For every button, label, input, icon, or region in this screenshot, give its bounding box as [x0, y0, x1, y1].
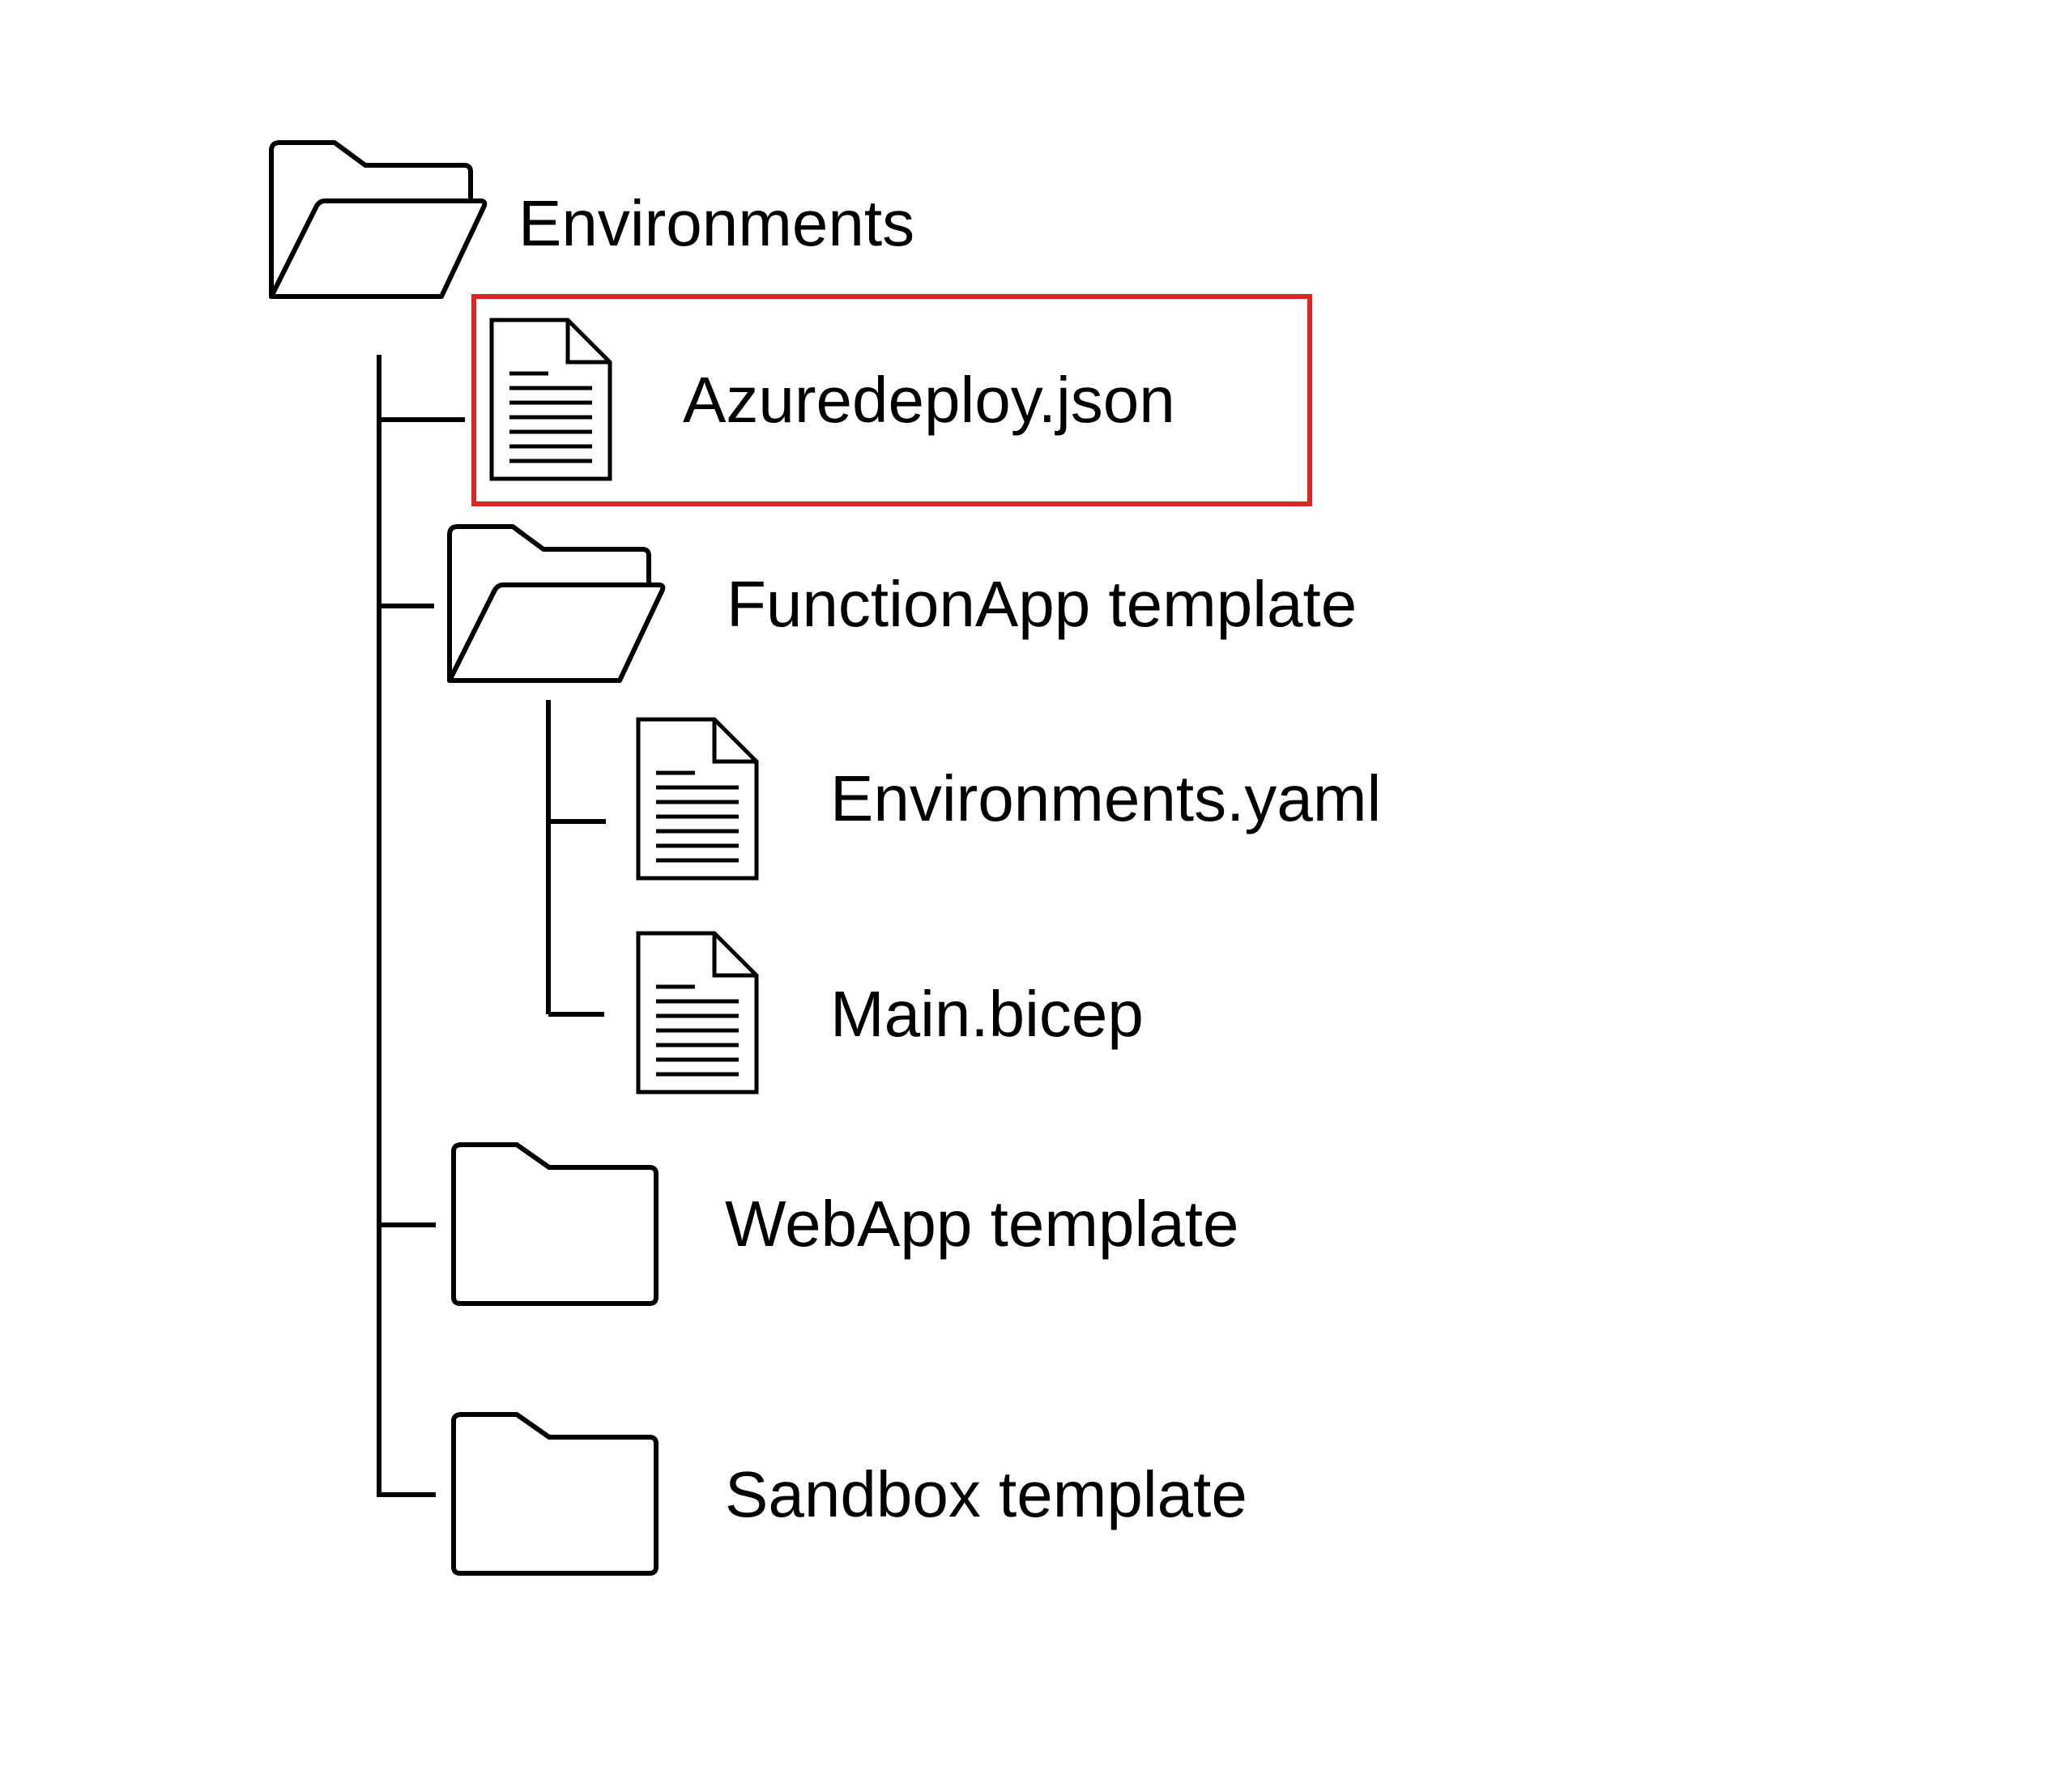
folder-closed-icon: [454, 1145, 656, 1303]
folder-label-sandbox[interactable]: Sandbox template: [725, 1458, 1247, 1530]
folder-open-icon: [450, 527, 663, 681]
document-icon: [492, 320, 610, 479]
document-icon: [638, 933, 757, 1092]
document-icon: [638, 719, 757, 878]
root-folder-label[interactable]: Environments: [518, 187, 915, 259]
folder-label-functionapp[interactable]: FunctionApp template: [727, 568, 1358, 640]
file-label-main-bicep[interactable]: Main.bicep: [830, 978, 1144, 1050]
file-label-environments-yaml[interactable]: Environments.yaml: [830, 762, 1382, 834]
folder-open-icon: [271, 143, 484, 297]
folder-label-webapp[interactable]: WebApp template: [725, 1188, 1239, 1260]
highlight-box: [471, 294, 1312, 506]
file-label-azuredeploy[interactable]: Azuredeploy.json: [683, 364, 1175, 436]
folder-closed-icon: [454, 1414, 656, 1573]
tree-connectors: [377, 355, 606, 1497]
